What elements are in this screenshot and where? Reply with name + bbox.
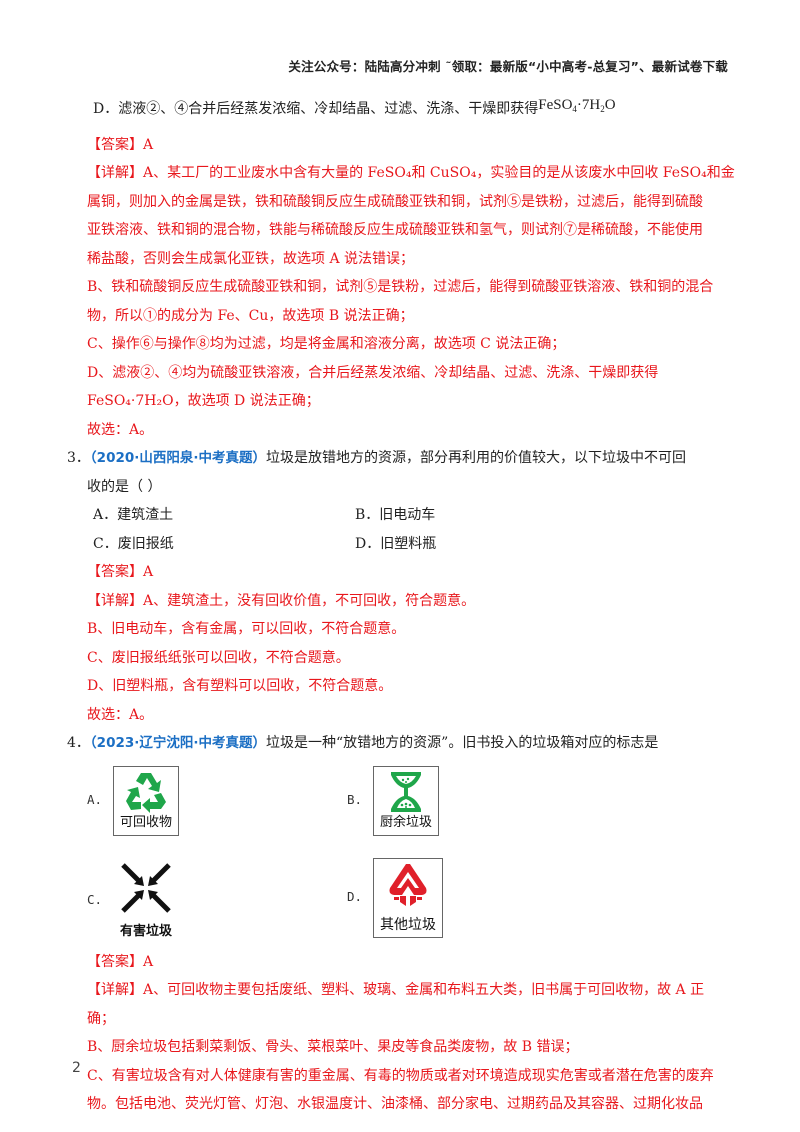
page-header-banner: 关注公众号：陆陆高分冲刺 ˜领取：最新版“小中高考-总复习”、最新试卷下载 <box>288 59 728 74</box>
question-source: （2023·辽宁沈阳·中考真题） <box>89 735 267 751</box>
kitchen-waste-icon <box>391 771 421 812</box>
document-body: D．滤液②、④合并后经蒸发浓缩、冷却结晶、过滤、洗涤、干燥即获得FeSO4·7H… <box>67 95 737 1119</box>
option-letter: A. <box>87 792 103 808</box>
hazardous-sign: 有害垃圾 <box>113 862 179 940</box>
q4-option-d[interactable]: D. 其他垃圾 <box>347 857 443 938</box>
q4-detail-line: 物。包括电池、荧光灯管、灯泡、水银温度计、油漆桶、部分家电、过期药品及其容器、过… <box>87 1096 703 1112</box>
option-letter: B. <box>347 792 363 808</box>
q2-detail-line: 物，所以①的成分为 Fe、Cu，故选项 B 说法正确； <box>87 307 414 324</box>
q2-detail-line: 属铜，则加入的金属是铁，铁和硫酸铜反应生成硫酸亚铁和铜，试剂⑤是铁粉，过滤后，能… <box>87 193 703 210</box>
q4-option-a[interactable]: A. 可回收物 <box>87 765 179 836</box>
answer-value: A <box>143 136 154 153</box>
recyclable-sign: 可回收物 <box>113 765 179 836</box>
q4-detail-line: 【详解】A、可回收物主要包括废纸、塑料、玻璃、金属和布料五大类，旧书属于可回收物… <box>87 982 705 998</box>
option-b: B．旧电动车 <box>355 507 436 523</box>
question-stem: 垃圾是一种“放错地方的资源”。旧书投入的垃圾箱对应的标志是 <box>266 735 659 751</box>
sign-label: 可回收物 <box>119 814 172 830</box>
answer-label: 【答案】 <box>87 564 143 580</box>
other-waste-icon <box>389 863 427 906</box>
option-d: D．旧塑料瓶 <box>355 535 437 552</box>
q2-option-d-text: D．滤液②、④合并后经蒸发浓缩、冷却结晶、过滤、洗涤、干燥即获得 <box>93 101 539 117</box>
question-source: （2020·山西阳泉·中考真题） <box>89 450 267 466</box>
q3-detail-line: B、旧电动车，含有金属，可以回收，不符合题意。 <box>87 621 406 637</box>
question-stem: 垃圾是放错地方的资源，部分再利用的价值较大，以下垃圾中不可回 <box>266 450 687 466</box>
q3-stem-line2: 收的是（ ） <box>87 478 162 495</box>
q3-answer: 【答案】A <box>87 558 737 587</box>
question-number: 3． <box>67 450 90 466</box>
q2-conclusion: 故选：A。 <box>87 421 154 438</box>
q2-detail-line: 亚铁溶液、铁和铜的混合物，铁能与稀硫酸反应生成硫酸亚铁和氢气，则试剂⑦是稀硫酸，… <box>87 222 703 238</box>
option-letter: C. <box>87 892 103 908</box>
q2-detail-line: 【详解】A、某工厂的工业废水中含有大量的 FeSO₄和 CuSO₄，实验目的是从… <box>87 165 735 181</box>
q4-option-c[interactable]: C. 有害垃圾 <box>87 862 179 940</box>
q4-detail-line: B、厨余垃圾包括剩菜剩饭、骨头、菜根菜叶、果皮等食品类废物，故 B 错误； <box>87 1039 579 1055</box>
option-a: A．建筑渣土 <box>93 507 174 523</box>
option-c: C．废旧报纸 <box>93 535 174 552</box>
answer-value: A <box>143 564 154 580</box>
q4-detail-line: C、有害垃圾含有对人体健康有害的重金属、有毒的物质或者对环境造成现实危害或者潜在… <box>87 1067 714 1084</box>
answer-label: 【答案】 <box>87 136 143 153</box>
sign-label: 其他垃圾 <box>380 916 436 933</box>
answer-label: 【答案】 <box>87 953 143 970</box>
page-number: 2 <box>72 1060 81 1076</box>
q4-answer: 【答案】A <box>87 948 737 977</box>
detail-label: 【详解】 <box>87 592 143 609</box>
sign-label: 有害垃圾 <box>119 923 172 939</box>
detail-label: 【详解】 <box>87 165 143 181</box>
sign-label: 厨余垃圾 <box>379 814 432 830</box>
q3-detail-line: C、废旧报纸纸张可以回收，不符合题意。 <box>87 649 350 666</box>
feso4-7h2o-formula: FeSO4·7H2O <box>538 97 616 114</box>
q2-detail-line: D、滤液②、④均为硫酸亚铁溶液，合并后经蒸发浓缩、冷却结晶、过滤、洗涤、干燥即获… <box>87 364 659 381</box>
detail-label: 【详解】 <box>87 982 143 998</box>
q2-option-d: D．滤液②、④合并后经蒸发浓缩、冷却结晶、过滤、洗涤、干燥即获得FeSO4·7H… <box>87 95 737 128</box>
q2-detail-line: B、铁和硫酸铜反应生成硫酸亚铁和铜，试剂⑤是铁粉，过滤后，能得到硫酸亚铁溶液、铁… <box>87 279 714 295</box>
option-letter: D. <box>347 889 363 905</box>
q3-options-row: A．建筑渣土 B．旧电动车 <box>87 501 737 530</box>
q3-stem: 3．（2020·山西阳泉·中考真题）垃圾是放错地方的资源，部分再利用的价值较大，… <box>67 444 737 473</box>
q2-answer: 【答案】A <box>87 131 737 160</box>
question-number: 4． <box>67 735 90 751</box>
q3-detail-line: D、旧塑料瓶，含有塑料可以回收，不符合题意。 <box>87 678 393 694</box>
q3-detail-line: 【详解】A、建筑渣土，没有回收价值，不可回收，符合题意。 <box>87 592 476 609</box>
q3-conclusion: 故选：A。 <box>87 706 154 723</box>
q2-detail-line: C、操作⑥与操作⑧均为过滤，均是将金属和溶液分离，故选项 C 说法正确； <box>87 336 566 352</box>
hazardous-arrows-icon <box>121 862 171 913</box>
kitchen-waste-sign: 厨余垃圾 <box>373 765 439 836</box>
q4-sign-options: A. 可回收物 B. <box>87 760 737 960</box>
q4-detail-line: 确； <box>87 1010 115 1027</box>
other-waste-sign: 其他垃圾 <box>373 857 443 938</box>
q2-detail-line: 稀盐酸，否则会生成氯化亚铁，故选项 A 说法错误； <box>87 250 415 267</box>
q2-detail-line: FeSO₄·7H₂O，故选项 D 说法正确； <box>87 393 320 409</box>
q4-stem: 4．（2023·辽宁沈阳·中考真题）垃圾是一种“放错地方的资源”。旧书投入的垃圾… <box>67 729 737 758</box>
recycle-icon <box>126 772 166 813</box>
q3-options-row: C．废旧报纸 D．旧塑料瓶 <box>87 530 737 559</box>
answer-value: A <box>143 953 154 970</box>
q4-option-b[interactable]: B. 厨余垃圾 <box>347 765 439 836</box>
